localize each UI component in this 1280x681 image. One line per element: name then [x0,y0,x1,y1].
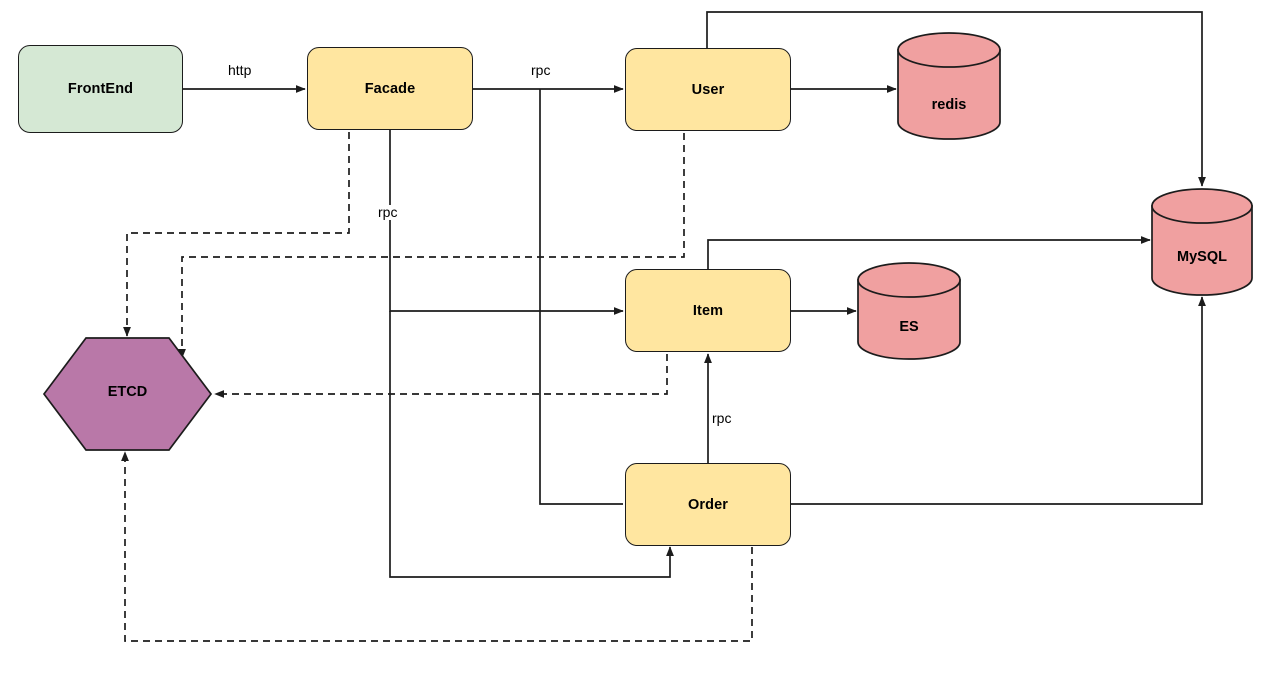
node-user[interactable]: User [625,48,791,131]
edge-order-trunk [539,89,623,505]
node-frontend-label: FrontEnd [67,81,134,97]
node-es[interactable]: ES [858,263,960,359]
cylinder-es [857,262,961,360]
edge-user-mysql [706,11,1206,187]
edge-item-mysql [707,236,1151,269]
edge-order-mysql [791,296,1206,505]
edge-facade-item [389,130,624,315]
node-etcd-label: ETCD [107,384,148,400]
node-redis-label: redis [931,97,967,113]
node-frontend[interactable]: FrontEnd [18,45,183,133]
cylinder-redis [897,32,1001,140]
node-item-label: Item [692,302,724,319]
edge-item-etcd [214,354,668,398]
edge-facade-etcd [123,132,350,337]
edge-facade-order [389,311,674,578]
edge-label-rpc-facade-user: rpc [529,62,553,79]
node-order-label: Order [688,496,728,513]
edge-label-http: http [226,62,254,79]
node-order[interactable]: Order [625,463,791,546]
node-mysql-label: MySQL [1177,249,1227,265]
cylinder-mysql [1151,188,1253,296]
node-es-label: ES [899,319,919,335]
hexagon-etcd [42,337,213,451]
edge-label-rpc-facade-item: rpc [376,204,400,221]
edge-user-etcd [178,133,685,359]
node-user-label: User [691,81,725,98]
node-etcd[interactable]: ETCD [44,338,211,450]
edge-label-rpc-order-item: rpc [710,410,734,427]
node-redis[interactable]: redis [898,33,1000,139]
node-mysql[interactable]: MySQL [1152,189,1252,295]
node-facade[interactable]: Facade [307,47,473,130]
node-facade-label: Facade [364,80,416,97]
node-item[interactable]: Item [625,269,791,352]
